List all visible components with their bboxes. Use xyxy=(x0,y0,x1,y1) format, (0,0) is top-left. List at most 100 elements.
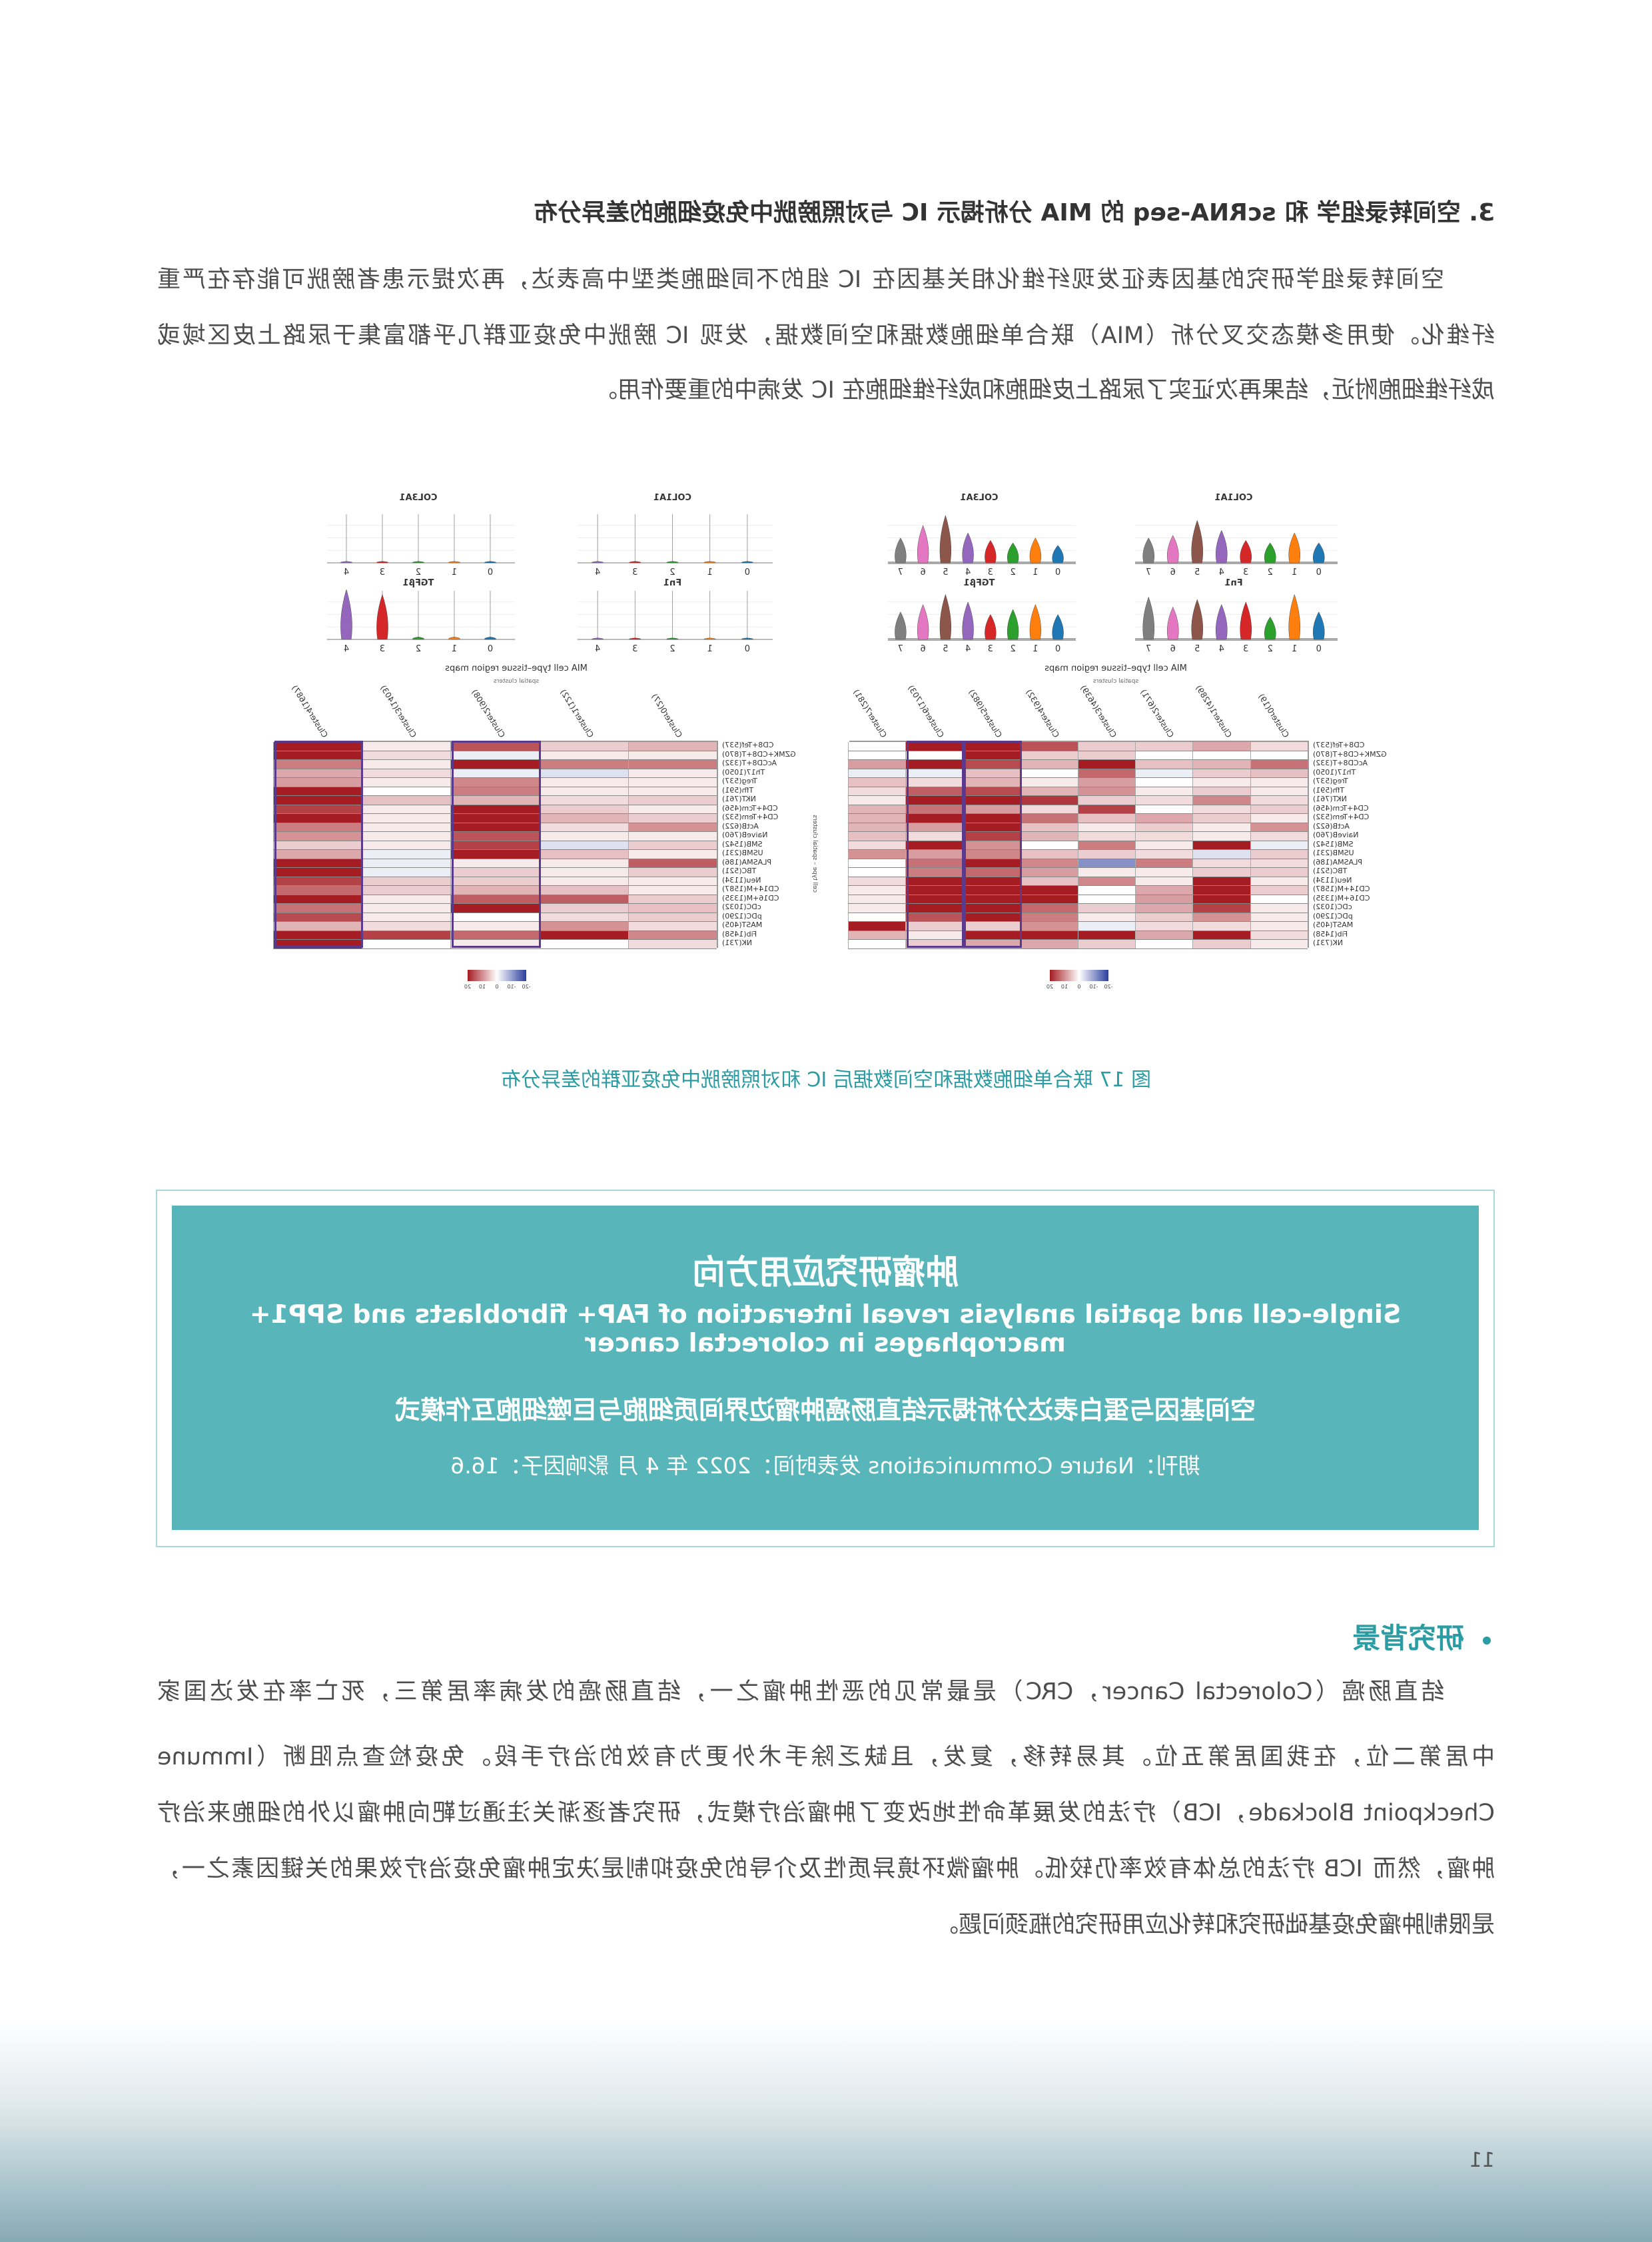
heatmap-cell xyxy=(1020,877,1078,887)
heatmap-cell xyxy=(1020,940,1078,949)
heatmap-row-label: SMB(1542) xyxy=(1313,839,1354,849)
heatmap-row-label: ActB(622) xyxy=(722,821,759,831)
cluster-tick-label: 4 xyxy=(965,644,971,654)
violin-cluster-5 xyxy=(939,515,951,563)
paragraph-line: 空间转录组学研究的基因表征发现纤维化相关基因在 IC 组的不同细胞类型中高表达，… xyxy=(157,266,1444,293)
cluster-tick-label: 4 xyxy=(344,567,349,577)
heatmap-row-label: Th17(1050) xyxy=(1313,767,1356,777)
cluster-tick-label: 6 xyxy=(920,567,925,577)
heatmap-cell xyxy=(1192,823,1250,833)
footer-gradient xyxy=(0,2018,1652,2242)
heatmap-cell xyxy=(1078,769,1136,779)
violin-cluster-2 xyxy=(666,637,679,640)
cluster-tick-label: 2 xyxy=(416,644,421,654)
heatmap-row-label: Th17(1050) xyxy=(722,767,765,777)
heatmap-cell xyxy=(539,778,628,787)
cluster-tick-label: 3 xyxy=(380,567,385,577)
heatmap-cell xyxy=(1192,805,1250,815)
heatmap-cell xyxy=(1020,904,1078,913)
heatmap-cell xyxy=(539,877,628,887)
heatmap-cell xyxy=(1135,913,1193,923)
heatmap-cell xyxy=(627,742,717,751)
cluster-tick-label: 7 xyxy=(1146,644,1151,654)
figure-caption: 图 17 联合单细胞数据和空间数据后 IC 和对照膀胱中免疫亚群的差异分布 xyxy=(500,1068,1152,1092)
cluster-tick-label: 1 xyxy=(707,644,713,654)
violin-cluster-1 xyxy=(1029,538,1041,563)
cluster-tick-label: 1 xyxy=(1292,644,1297,654)
cluster-tick-label: 6 xyxy=(1170,644,1176,654)
heatmap-cell xyxy=(1250,760,1308,769)
heatmap-cell xyxy=(362,841,451,851)
heatmap-column-label: Cluster3(1403) xyxy=(378,683,418,739)
heatmap-cell xyxy=(539,823,628,833)
heatmap-cell xyxy=(848,922,906,931)
bullet-icon xyxy=(1483,1636,1491,1645)
heatmap-cell xyxy=(1192,850,1250,859)
violin-cluster-6 xyxy=(917,525,929,563)
heatmap-cell xyxy=(848,760,906,769)
heatmap-cell xyxy=(1020,886,1078,895)
heatmap-cell xyxy=(1135,859,1193,869)
violin-cluster-6 xyxy=(1167,535,1179,563)
violin-gene-title: COL1A1 xyxy=(653,493,692,503)
heatmap-cell xyxy=(1078,913,1136,923)
heatmap-cell xyxy=(539,814,628,823)
violin-cluster-3 xyxy=(1240,601,1252,640)
cluster-tick-label: 3 xyxy=(380,644,385,654)
colorbar-tick: 20 xyxy=(464,984,472,990)
heatmap-cell xyxy=(1020,760,1078,769)
heatmap-highlight-box xyxy=(452,741,541,948)
heatmap-cell xyxy=(1192,886,1250,895)
heatmap-cell xyxy=(1192,787,1250,797)
heatmap-cell xyxy=(1135,832,1193,841)
heatmap-cell xyxy=(1250,823,1308,833)
heatmap-highlight-box xyxy=(274,741,364,948)
heatmap-row-label: pDC(1290) xyxy=(1313,911,1353,921)
heatmap-cell xyxy=(627,805,717,815)
cluster-tick-label: 5 xyxy=(1194,567,1200,577)
paper-chinese-title: 空间基因与蛋白表达分析揭示结直肠癌肿瘤边界间质细胞与巨噬细胞互作模式 xyxy=(395,1395,1256,1425)
heatmap-cell xyxy=(1250,805,1308,815)
heatmap-cell xyxy=(362,922,451,931)
heatmap-cell xyxy=(1078,778,1136,787)
paper-english-title: Single-cell and spatial analysis reveal … xyxy=(172,1300,1479,1357)
heatmap-cell xyxy=(1078,940,1136,949)
violin-gene-title: COL1A1 xyxy=(1214,493,1253,503)
cluster-tick-label: 4 xyxy=(595,644,600,654)
heatmap-cell xyxy=(848,823,906,833)
heatmap-cell xyxy=(1192,832,1250,841)
heatmap-cell xyxy=(1135,850,1193,859)
heatmap-cell xyxy=(1250,859,1308,869)
heatmap-row-label: Neu(1134) xyxy=(1313,875,1352,885)
heatmap-cell xyxy=(539,850,628,859)
violin-cluster-2 xyxy=(412,637,424,640)
heatmap-cell xyxy=(848,805,906,815)
violin-cluster-2 xyxy=(1264,616,1276,640)
heatmap-row-label: USMB(231) xyxy=(722,849,763,858)
heatmap-cell xyxy=(627,814,717,823)
heatmap-cell xyxy=(539,922,628,931)
violin-cluster-7 xyxy=(895,538,907,563)
paragraph-line: 成纤维细胞附近，结果再次证实了尿路上皮细胞和成纤维细胞在 IC 发病中的重要作用… xyxy=(594,377,1495,404)
heatmap-cell xyxy=(627,868,717,877)
heatmap-column-label: Cluster4(932) xyxy=(1024,687,1061,739)
heatmap-row-label: MAST(405) xyxy=(1313,921,1354,930)
cluster-tick-label: 4 xyxy=(1219,567,1224,577)
heatmap-row-label: CD4+Tem(532) xyxy=(722,813,779,822)
heatmap-cell xyxy=(539,751,628,761)
heatmap-cell xyxy=(848,859,906,869)
journal-info: 期刊：Nature Communications 发表时间：2022 年 4 月… xyxy=(450,1453,1200,1479)
heatmap-cell xyxy=(627,940,717,949)
cluster-tick-label: 2 xyxy=(669,567,675,577)
heatmap-cell xyxy=(539,913,628,923)
heatmap-cell xyxy=(362,913,451,923)
heatmap-cell xyxy=(1135,805,1193,815)
heatmap-cell xyxy=(1020,814,1078,823)
violin-gene-title: TGFβ1 xyxy=(402,578,434,588)
violin-cluster-7 xyxy=(1142,596,1154,640)
colorbar-tick: -20 xyxy=(1104,984,1113,990)
heatmap-cell xyxy=(1020,850,1078,859)
heatmap-cell xyxy=(1078,922,1136,931)
heatmap-cell xyxy=(539,895,628,905)
